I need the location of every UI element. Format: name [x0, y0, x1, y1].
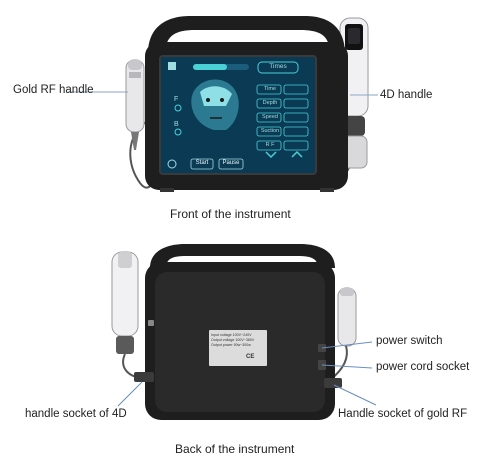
start-label: Start [195, 160, 209, 166]
4d-handle-back [111, 251, 141, 379]
pause-button[interactable] [218, 158, 244, 170]
head-icon [191, 79, 239, 130]
label-power-cord-socket: power cord socket [376, 361, 470, 373]
nameplate-line-2: Output voltage 100V~380V [211, 338, 255, 342]
leader-power-switch [321, 341, 373, 349]
leader-socket-gold-rf [333, 384, 377, 406]
label-socket-gold-rf: Handle socket of gold RF [338, 408, 468, 420]
nameplate-cert: CE [246, 354, 255, 360]
caption-back: Back of the instrument [175, 442, 295, 456]
menu-speed: Speed [262, 114, 278, 120]
front-body [145, 16, 348, 190]
side-letter-f: F [174, 96, 179, 103]
label-socket-4d: handle socket of 4D [25, 408, 127, 420]
screen-content [167, 61, 309, 170]
menu-icon [168, 62, 176, 70]
nameplate-line-3: Output power 50w~300w [211, 343, 251, 347]
gold-rf-handle-front [125, 59, 151, 189]
settings-icon [167, 159, 177, 169]
menu-time: Time [263, 86, 277, 92]
label-4d-handle: 4D handle [380, 89, 433, 101]
socket-gold-rf [324, 378, 342, 388]
times-tab-label: Times [269, 63, 287, 70]
nameplate-line-1: Input voltage 100V~240V [211, 333, 252, 337]
menu-rf: R F [265, 142, 275, 148]
leader-socket-4d [117, 381, 143, 407]
menu-depth: Depth [262, 100, 278, 106]
label-gold-rf-handle: Gold RF handle [13, 84, 94, 96]
caption-front: Front of the instrument [170, 207, 291, 221]
menu-suction: Suction [260, 128, 280, 134]
side-letter-b: B [174, 121, 179, 128]
label-power-switch: power switch [376, 335, 443, 347]
menu-boxes [256, 84, 309, 151]
side-button [148, 320, 154, 326]
pause-label: Pause [222, 160, 240, 166]
nameplate [209, 330, 267, 366]
socket-4d [134, 372, 154, 382]
leader-power-cord [321, 364, 373, 369]
chevron-up-icon [291, 150, 303, 158]
chevron-down-icon [265, 151, 277, 159]
start-button[interactable] [190, 158, 214, 170]
times-tab[interactable] [257, 61, 299, 74]
